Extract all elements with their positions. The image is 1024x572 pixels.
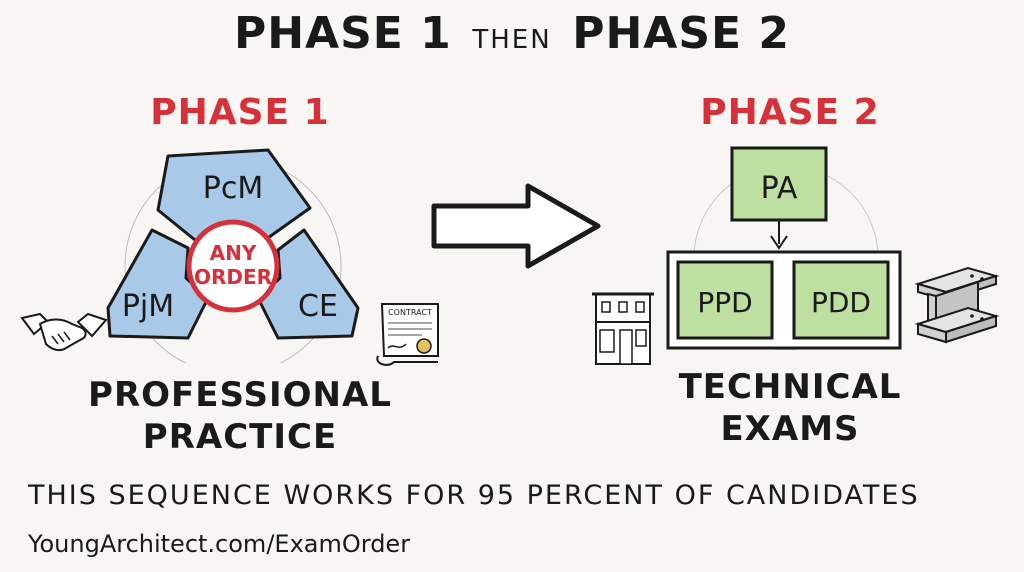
phase1-title: PROFESSIONAL PRACTICE [80,374,400,458]
phase1-title-line1: PROFESSIONAL [88,375,392,415]
arrow-down-icon [770,235,788,250]
page-title: PHASE 1 THEN PHASE 2 [0,8,1024,59]
phase2-title-line1: TECHNICAL [678,367,902,407]
steel-beam-icon [914,266,1000,344]
phase2-diagram: PA PPD PDD [666,146,902,350]
segment-pjm-label: PjM [122,289,174,324]
box-pdd-label: PDD [811,286,871,319]
box-ppd-label: PPD [697,286,752,319]
box-ppd [676,260,774,340]
segment-ce-label: CE [298,289,338,324]
segment-pjm [106,228,210,340]
phase1-title-line2: PRACTICE [142,417,338,457]
box-pa [730,146,828,222]
phase2-title-line2: EXAMS [720,409,860,449]
footer-note: THIS SEQUENCE WORKS FOR 95 PERCENT OF CA… [28,480,920,511]
center-line2: ORDER [194,265,272,289]
handshake-icon [20,312,108,352]
box-pdd [792,260,890,340]
segment-pcm-label: PcM [203,171,263,206]
phase1-diagram: ANY ORDER PcM PjM CE [106,148,360,363]
contract-label: CONTRACT [388,308,432,317]
title-phase2: PHASE 2 [572,8,791,59]
phase2-title: TECHNICAL EXAMS [640,366,940,450]
any-order-circle [186,219,280,313]
building-icon [592,292,654,365]
segment-ce [256,228,360,340]
title-connector: THEN [472,25,552,55]
arrow-right-icon [431,183,601,269]
contract-scroll-icon: CONTRACT [376,303,439,366]
center-line1: ANY [210,241,257,265]
phase1-label: PHASE 1 [150,92,330,133]
box-pa-label: PA [761,171,798,206]
title-phase1: PHASE 1 [233,8,452,59]
phase2-label: PHASE 2 [700,92,880,133]
footer-url[interactable]: YoungArchitect.com/ExamOrder [28,530,411,558]
